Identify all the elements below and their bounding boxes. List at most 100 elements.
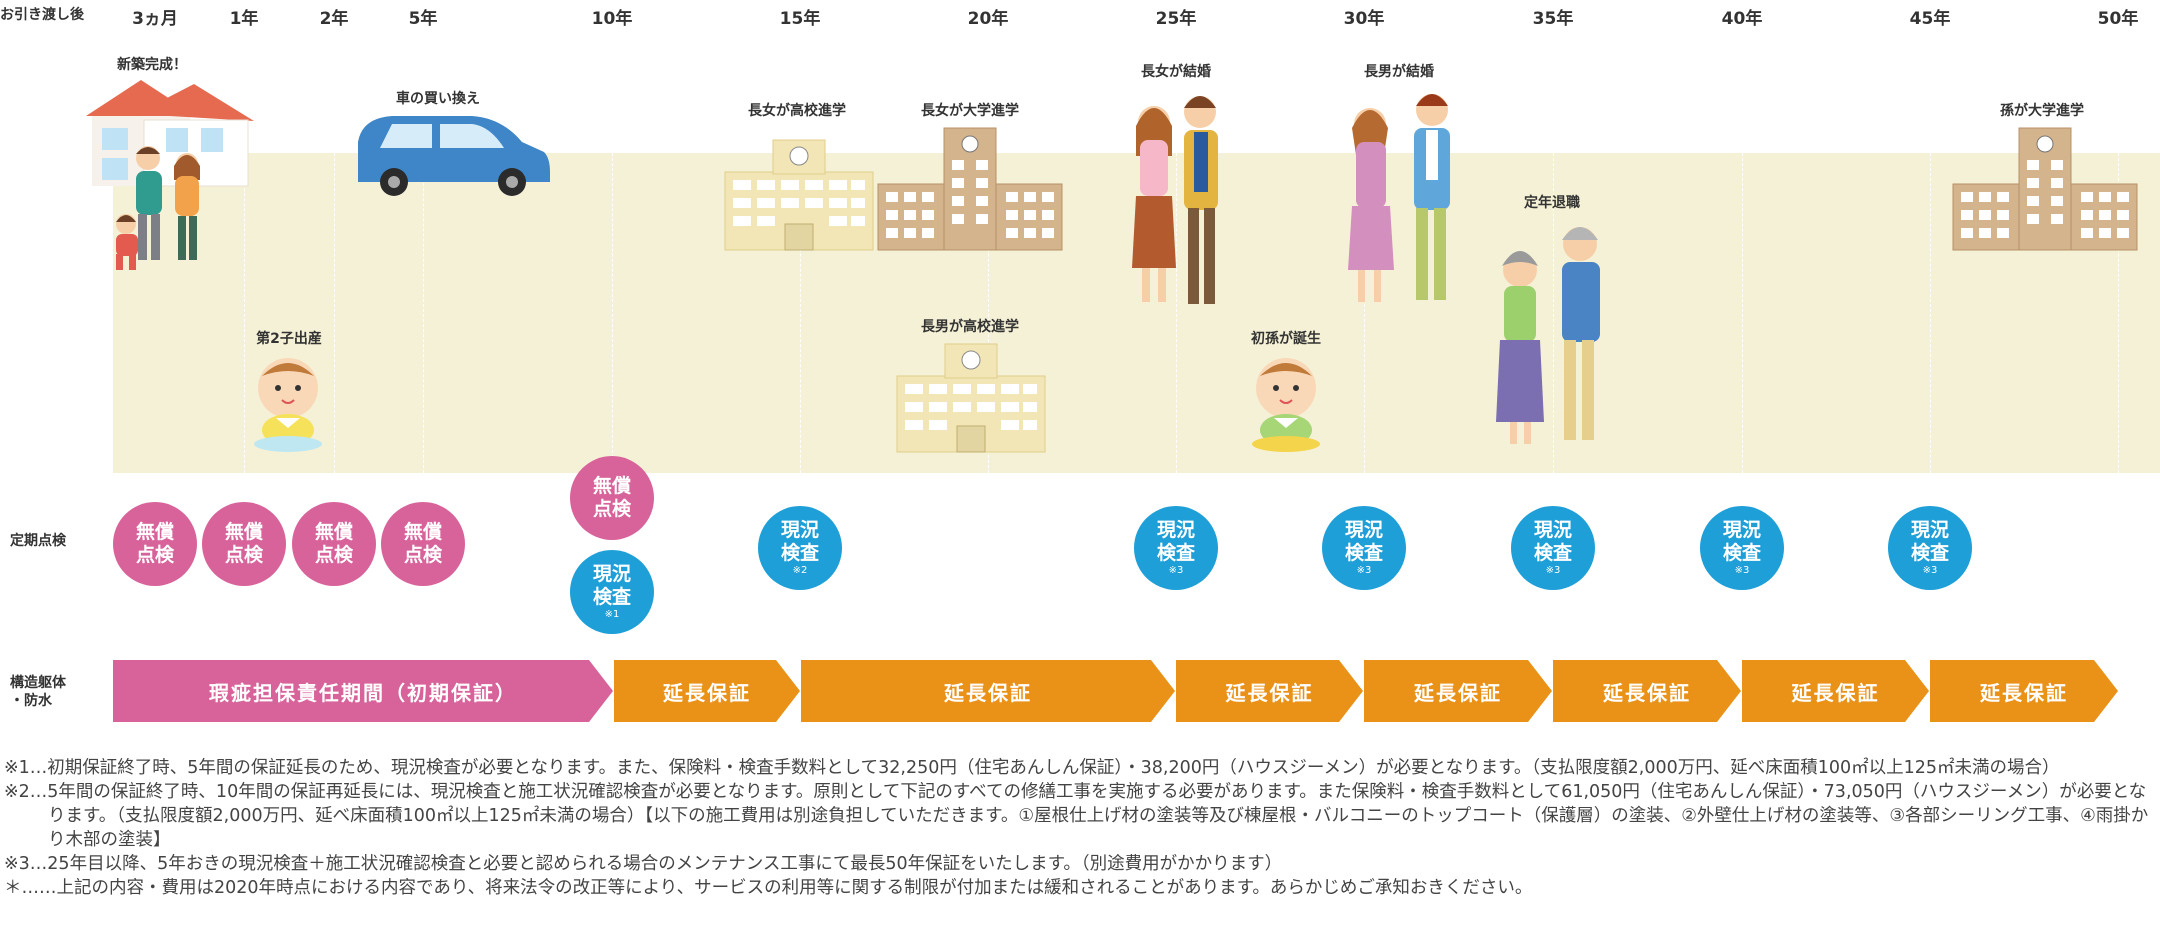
circle-text: 現況 [1344, 519, 1383, 541]
extended-warranty-arrow: 延長保証 [1742, 660, 1929, 722]
circle-text: 無償 [403, 521, 442, 543]
car-illustration [358, 116, 550, 196]
grandchild-baby-illustration [1252, 358, 1320, 452]
circle-text: 無償 [592, 475, 631, 497]
tick-3-months: 3ヵ月 [132, 9, 178, 29]
extended-warranty-arrow: 延長保証 [614, 660, 800, 722]
initial-warranty-period-arrow: 瑕疵担保責任期間（初期保証） [113, 660, 613, 722]
status-survey-35years: 現況 検査 ※3 [1511, 506, 1595, 590]
timeline-guide-line [423, 153, 424, 473]
timeline-guide-line [1553, 153, 1554, 473]
footnote-4: ＊……上記の内容・費用は2020年時点における内容であり、将来法令の改正等により… [4, 878, 1533, 898]
circle-text: 点検 [314, 544, 353, 566]
extended-warranty-arrow: 延長保証 [1553, 660, 1741, 722]
circle-text: 現況 [592, 563, 631, 585]
tick-1-year: 1年 [229, 9, 259, 29]
tick-25-years: 25年 [1155, 9, 1197, 29]
school-building-illustration [896, 343, 1046, 453]
footnote-1: ※1…初期保証終了時、5年間の保証延長のため、現況検査が必要となります。また、保… [4, 758, 2060, 778]
circle-note: ※3 [1922, 565, 1938, 576]
timeline-guide-line [1742, 153, 1743, 473]
event-son-highschool-label: 長男が高校進学 [921, 319, 1019, 335]
event-retirement-label: 定年退職 [1524, 195, 1580, 211]
status-survey-25years: 現況 検査 ※3 [1134, 506, 1218, 590]
structure-row-label: 構造躯体 ・防水 [10, 674, 66, 710]
event-first-grandchild-label: 初孫が誕生 [1251, 331, 1321, 347]
circle-text: 検査 [592, 586, 631, 608]
elderly-couple-illustration [1496, 227, 1600, 444]
circle-note: ※3 [1168, 565, 1184, 576]
circle-note: ※1 [604, 609, 620, 620]
circle-note: ※2 [792, 565, 808, 576]
circle-text: 検査 [780, 542, 819, 564]
circle-text: 検査 [1344, 542, 1383, 564]
tick-50-years: 50年 [2097, 9, 2139, 29]
event-car-label: 車の買い換え [396, 91, 480, 107]
inspection-row-label: 定期点検 [10, 533, 66, 549]
timeline-guide-line [244, 153, 245, 473]
timeline-guide-line [988, 153, 989, 473]
footnote-2: ※2…5年間の保証終了時、10年間の保証再延長には、現況検査と施工状況確認検査が… [4, 782, 2149, 850]
event-daughter-highschool-label: 長女が高校進学 [748, 103, 846, 119]
tick-35-years: 35年 [1532, 9, 1574, 29]
free-inspection-1year: 無償 点検 [202, 502, 286, 586]
structure-row-label-line1: 構造躯体 [10, 675, 66, 691]
status-survey-45years: 現況 検査 ※3 [1888, 506, 1972, 590]
free-inspection-10years: 無償 点検 [570, 456, 654, 540]
circle-text: 検査 [1722, 542, 1761, 564]
free-inspection-3months: 無償 点検 [113, 502, 197, 586]
tick-10-years: 10年 [591, 9, 633, 29]
timeline-guide-line [612, 153, 613, 473]
couple-illustration [1132, 96, 1218, 304]
free-inspection-2years: 無償 点検 [292, 502, 376, 586]
circle-text: 現況 [1533, 519, 1572, 541]
circle-text: 点検 [403, 544, 442, 566]
event-new-home-label: 新築完成！ [117, 57, 187, 73]
circle-text: 検査 [1910, 542, 1949, 564]
university-building-illustration [877, 127, 1063, 251]
timeline-guide-line [2118, 153, 2119, 473]
tick-5-years: 5年 [408, 9, 438, 29]
footnote-3: ※3…25年目以降、5年おきの現況検査＋施工状況確認検査と必要と認められる場合の… [4, 854, 1283, 874]
extended-warranty-arrow: 延長保証 [1176, 660, 1363, 722]
circle-text: 現況 [780, 519, 819, 541]
free-inspection-5years: 無償 点検 [381, 502, 465, 586]
event-second-child-label: 第2子出産 [256, 331, 322, 347]
extended-warranty-arrow: 延長保証 [1930, 660, 2118, 722]
baby-illustration [254, 358, 322, 452]
circle-note: ※3 [1734, 565, 1750, 576]
school-building-illustration [724, 139, 874, 251]
circle-text: 無償 [314, 521, 353, 543]
header-after-handover-label: お引き渡し後 [0, 7, 84, 23]
status-survey-10years: 現況 検査 ※1 [570, 550, 654, 634]
circle-text: 現況 [1722, 519, 1761, 541]
circle-text: 点検 [224, 544, 263, 566]
tick-40-years: 40年 [1721, 9, 1763, 29]
timeline-guide-line [800, 153, 801, 473]
extended-warranty-arrow: 延長保証 [801, 660, 1175, 722]
event-daughter-university-label: 長女が大学進学 [921, 103, 1019, 119]
timeline-guide-line [1364, 153, 1365, 473]
timeline-guide-line [1176, 153, 1177, 473]
new-home-family-illustration [86, 80, 254, 270]
circle-text: 無償 [224, 521, 263, 543]
circle-note: ※3 [1545, 565, 1561, 576]
structure-row-label-line2: ・防水 [10, 693, 52, 709]
timeline-guide-line [1930, 153, 1931, 473]
event-son-married-label: 長男が結婚 [1364, 64, 1434, 80]
timeline-guide-line [334, 153, 335, 473]
tick-30-years: 30年 [1343, 9, 1385, 29]
tick-45-years: 45年 [1909, 9, 1951, 29]
circle-text: 無償 [135, 521, 174, 543]
circle-note: ※3 [1356, 565, 1372, 576]
circle-text: 検査 [1533, 542, 1572, 564]
tick-20-years: 20年 [967, 9, 1009, 29]
circle-text: 点検 [135, 544, 174, 566]
tick-2-years: 2年 [319, 9, 349, 29]
status-survey-30years: 現況 検査 ※3 [1322, 506, 1406, 590]
event-daughter-married-label: 長女が結婚 [1141, 64, 1211, 80]
extended-warranty-arrow: 延長保証 [1364, 660, 1552, 722]
young-couple-illustration [1348, 94, 1450, 302]
university-building-illustration [1952, 127, 2138, 251]
footnotes: ※1…初期保証終了時、5年間の保証延長のため、現況検査が必要となります。また、保… [4, 756, 2154, 900]
